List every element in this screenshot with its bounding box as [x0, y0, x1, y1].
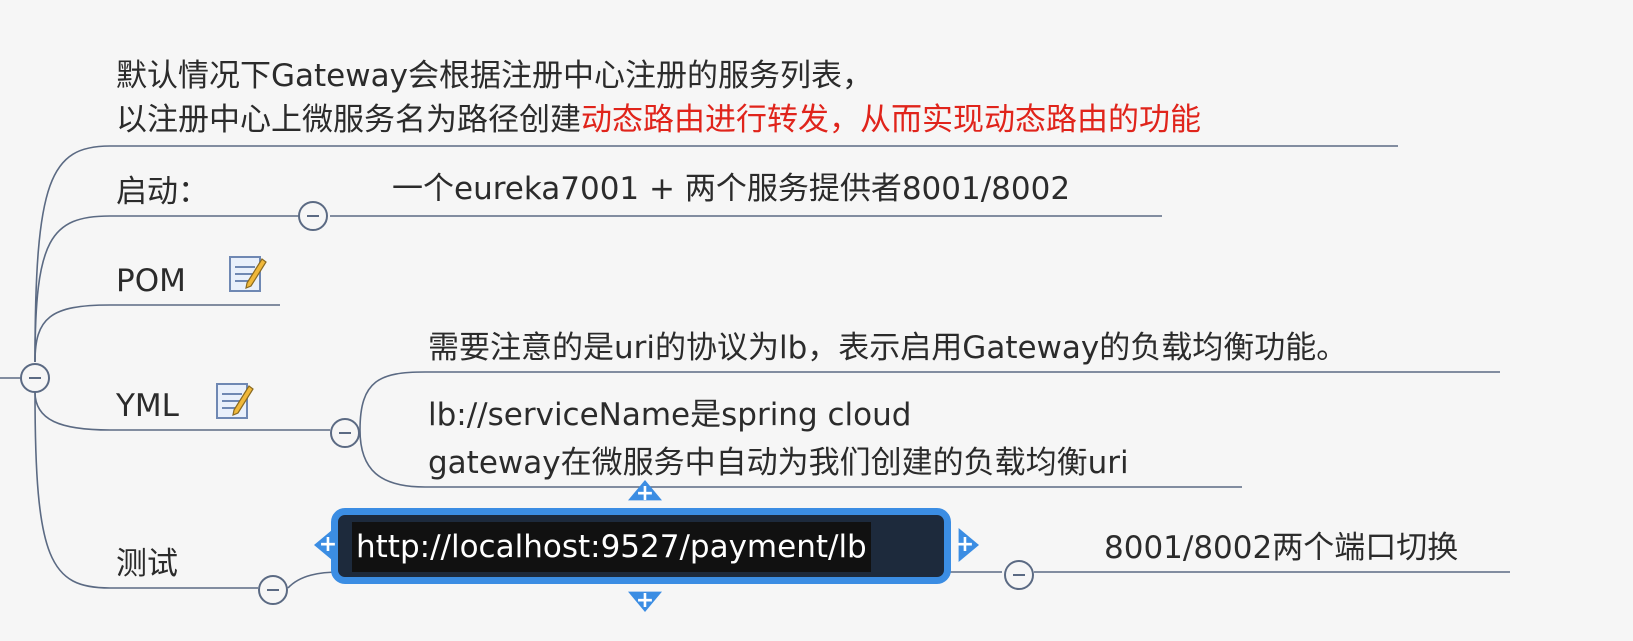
startup-collapse-icon[interactable]	[298, 201, 328, 231]
intro-line-1[interactable]: 默认情况下Gateway会根据注册中心注册的服务列表，	[116, 58, 873, 94]
intro-line-2[interactable]: 以注册中心上微服务名为路径创建动态路由进行转发，从而实现动态路由的功能	[116, 98, 1201, 142]
add-below-plus-icon[interactable]: +	[635, 588, 655, 613]
url-node-text[interactable]: http://localhost:9527/payment/lb	[352, 522, 871, 572]
add-right-plus-icon[interactable]: +	[955, 532, 975, 557]
yml-collapse-icon[interactable]	[330, 418, 360, 448]
test-result[interactable]: 8001/8002两个端口切换	[1104, 530, 1459, 566]
add-left-plus-icon[interactable]: +	[318, 532, 338, 557]
yml-note-icon[interactable]	[214, 380, 254, 422]
startup-label[interactable]: 启动：	[116, 174, 209, 210]
pom-label[interactable]: POM	[116, 263, 186, 299]
test-label[interactable]: 测试	[116, 546, 178, 582]
pom-note-icon[interactable]	[227, 253, 267, 295]
yml-note-2-line-1[interactable]: lb://serviceName是spring cloud	[428, 397, 912, 433]
yml-label[interactable]: YML	[116, 388, 179, 424]
intro-line-2-normal: 以注册中心上微服务名为路径创建	[116, 102, 581, 138]
url-collapse-icon[interactable]	[1004, 560, 1034, 590]
root-collapse-icon[interactable]	[20, 363, 50, 393]
test-collapse-icon[interactable]	[258, 575, 288, 605]
yml-note-2-line-2[interactable]: gateway在微服务中自动为我们创建的负载均衡uri	[428, 445, 1129, 481]
startup-detail[interactable]: 一个eureka7001 + 两个服务提供者8001/8002	[392, 171, 1071, 207]
add-above-plus-icon[interactable]: +	[635, 481, 655, 506]
intro-line-2-highlight: 动态路由进行转发，从而实现动态路由的功能	[581, 102, 1201, 138]
yml-note-1[interactable]: 需要注意的是uri的协议为lb，表示启用Gateway的负载均衡功能。	[428, 330, 1348, 366]
